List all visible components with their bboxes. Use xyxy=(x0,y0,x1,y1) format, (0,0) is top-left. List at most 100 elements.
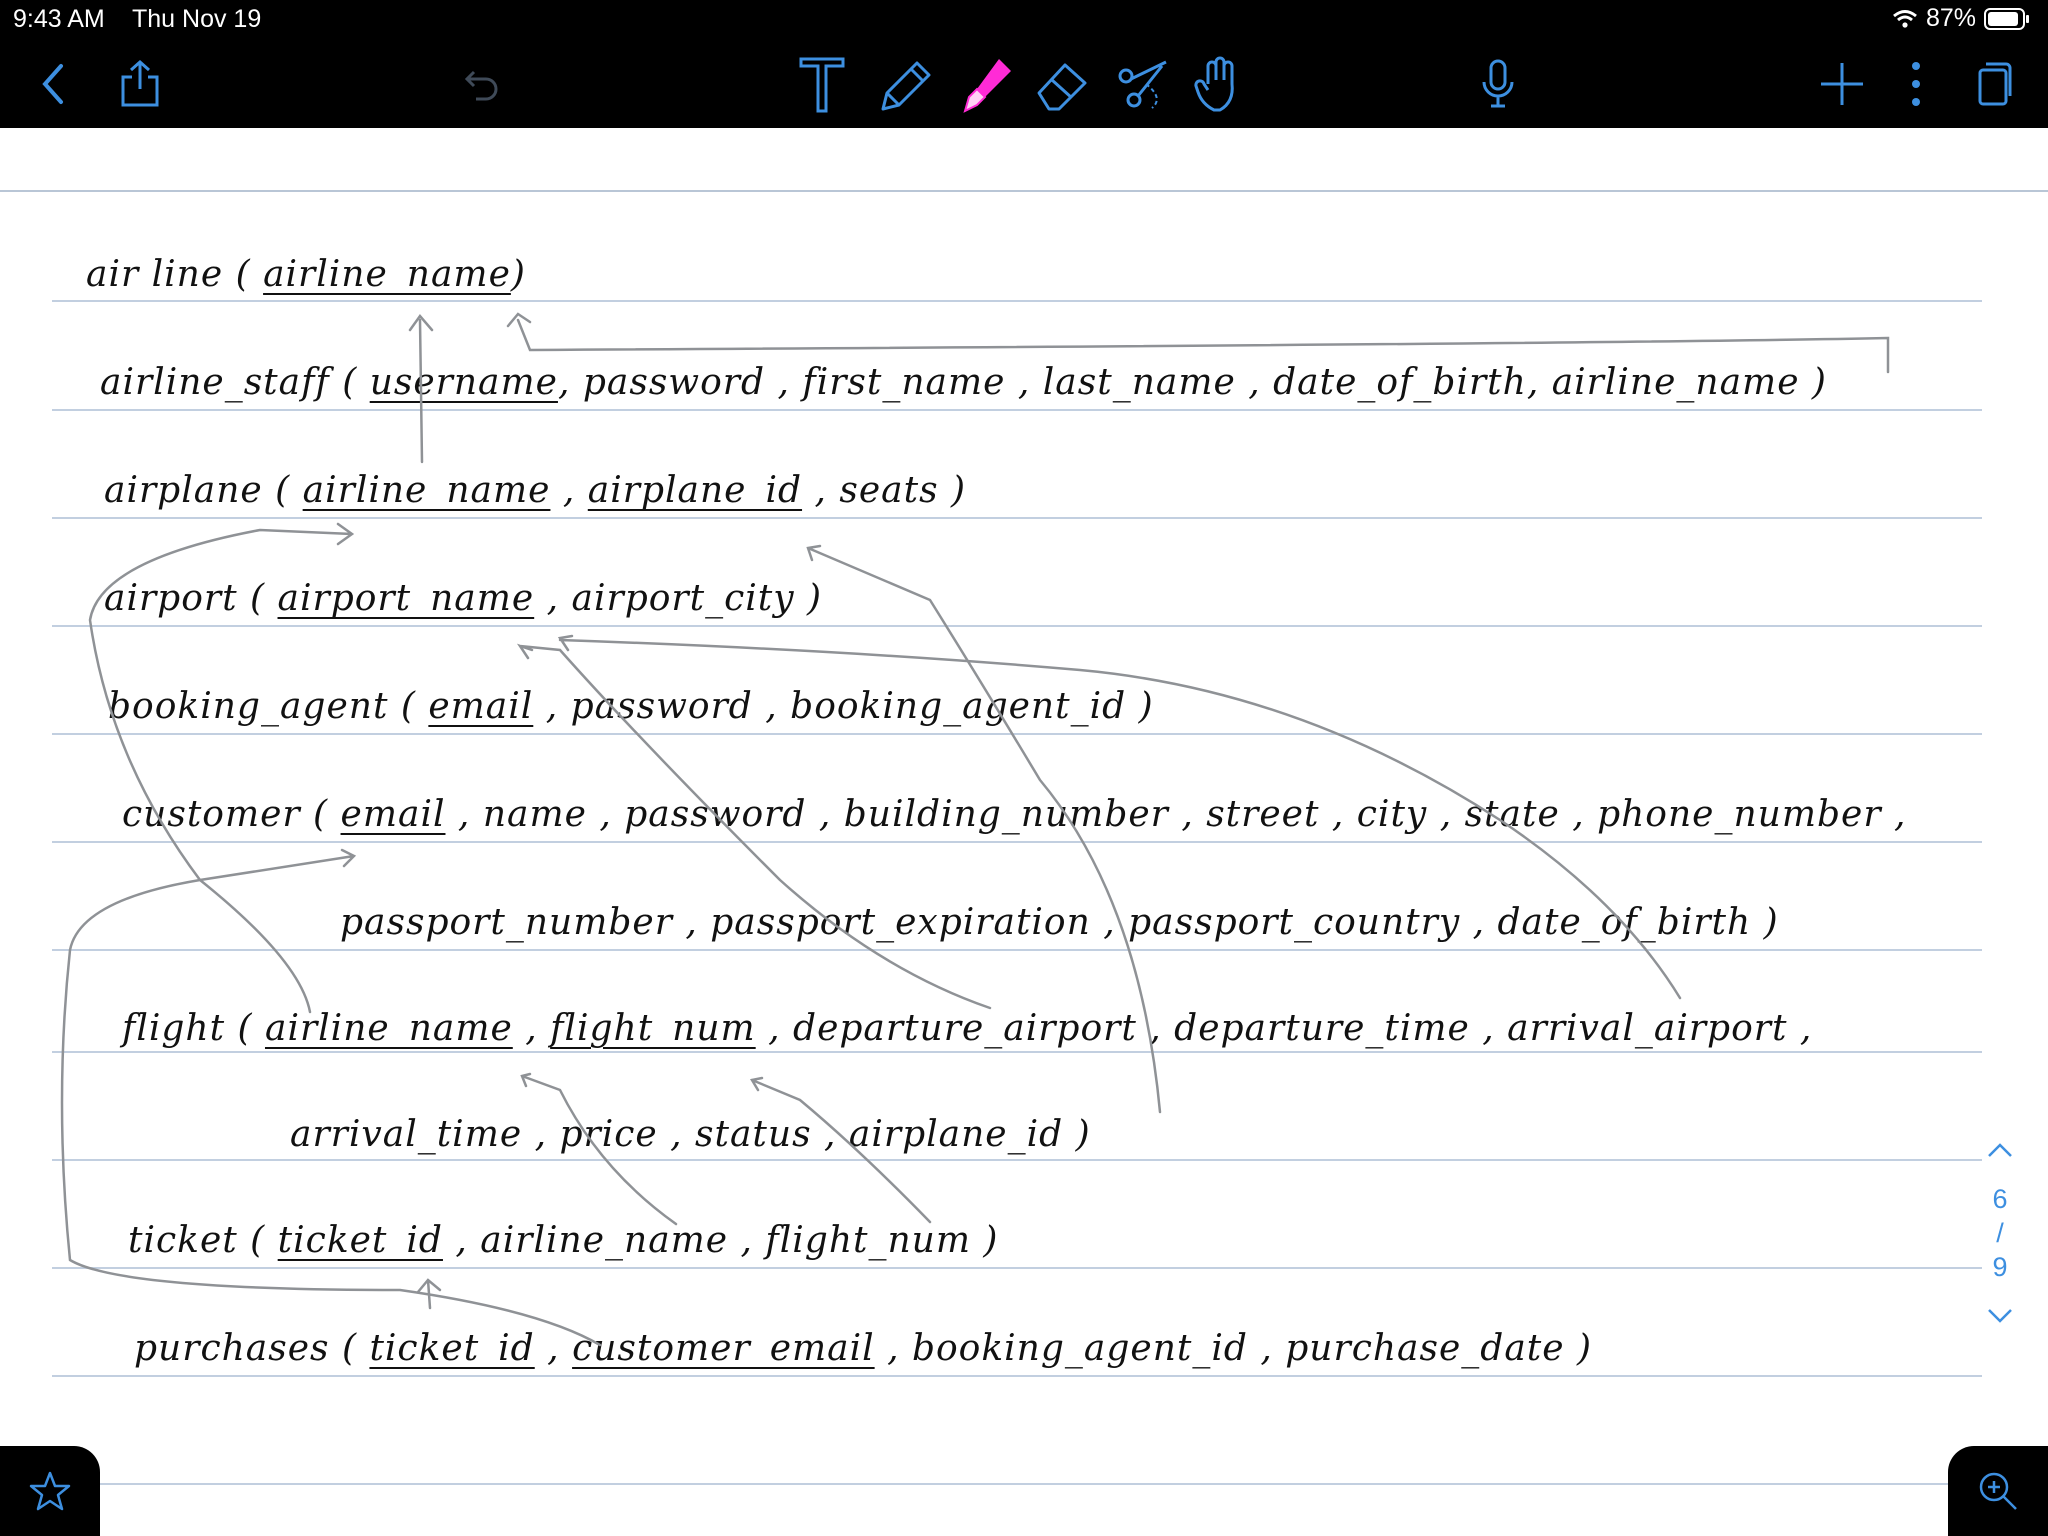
hand-tool-button[interactable] xyxy=(1186,52,1250,116)
ruled-line xyxy=(52,1483,1982,1485)
undo-button[interactable] xyxy=(450,52,514,116)
key-attribute: email xyxy=(340,794,446,835)
pages-button[interactable] xyxy=(1962,52,2026,116)
schema-line-flight: flight ( airline_name , flight_num , dep… xyxy=(122,1008,1812,1049)
key-attribute: airline_name xyxy=(263,254,511,295)
undo-icon xyxy=(464,70,498,101)
page-top-line xyxy=(0,190,2048,192)
schema-text: air line ( xyxy=(86,254,264,295)
ruled-line xyxy=(52,409,1982,411)
more-button[interactable] xyxy=(1884,52,1948,116)
schema-line-airport: airport ( airport_name , airport_city ) xyxy=(104,578,822,619)
status-date: Thu Nov 19 xyxy=(132,5,262,33)
battery-icon xyxy=(1984,7,2029,30)
page-up-icon[interactable] xyxy=(1985,1140,2015,1160)
schema-text: , booking_agent_id , purchase_date ) xyxy=(874,1328,1593,1369)
key-attribute: airline_name xyxy=(302,470,551,511)
favorite-star-icon xyxy=(29,1471,71,1511)
favorite-button[interactable] xyxy=(0,1446,100,1536)
ruled-line xyxy=(52,949,1982,951)
pen-tool-icon xyxy=(881,61,931,111)
schema-line-ticket: ticket ( ticket_id , airline_name , flig… xyxy=(128,1220,998,1261)
schema-text: ticket ( xyxy=(128,1220,278,1261)
zoom-button[interactable] xyxy=(1948,1446,2048,1536)
zoom-icon xyxy=(1979,1472,2017,1510)
schema-line-customer-cont: passport_number , passport_expiration , … xyxy=(340,902,1779,943)
schema-text: flight ( xyxy=(122,1008,265,1049)
wifi-icon xyxy=(1893,9,1917,28)
schema-text: , departure_airport , departure_time , a… xyxy=(755,1008,1813,1049)
ruled-line xyxy=(52,1375,1982,1377)
back-icon xyxy=(42,64,63,104)
ruled-line xyxy=(52,300,1982,302)
key-attribute: customer_email xyxy=(572,1328,875,1369)
schema-line-airline: air line ( airline_name) xyxy=(86,254,526,295)
schema-text: , name , password , building_number , st… xyxy=(445,794,1907,835)
add-icon xyxy=(1821,63,1863,105)
page-down-icon[interactable] xyxy=(1985,1306,2015,1326)
key-attribute: airline_name xyxy=(264,1008,513,1049)
highlighter-tool-button[interactable] xyxy=(952,52,1016,116)
add-button[interactable] xyxy=(1810,52,1874,116)
lasso-scissors-icon xyxy=(1118,60,1167,109)
total-pages: 9 xyxy=(1992,1252,2008,1282)
schema-text: , airline_name , flight_num ) xyxy=(442,1220,999,1261)
lasso-scissors-button[interactable] xyxy=(1110,52,1174,116)
key-attribute: ticket_id xyxy=(369,1328,535,1369)
hand-tool-icon xyxy=(1194,56,1234,112)
back-button[interactable] xyxy=(22,52,86,116)
schema-text: , password , booking_agent_id ) xyxy=(533,686,1154,727)
status-bar: 9:43 AM Thu Nov 19 87% xyxy=(0,0,2048,40)
schema-text: , airport_city ) xyxy=(534,578,823,619)
schema-line-purchases: purchases ( ticket_id , customer_email ,… xyxy=(134,1328,1592,1369)
more-icon xyxy=(1912,62,1920,106)
schema-line-flight-cont: arrival_time , price , status , airplane… xyxy=(290,1114,1091,1155)
page-separator: / xyxy=(1996,1218,2004,1248)
schema-line-airplane: airplane ( airline_name , airplane_id , … xyxy=(104,470,966,511)
schema-text: , xyxy=(512,1008,551,1049)
schema-line-customer: customer ( email , name , password , bui… xyxy=(122,794,1906,835)
ruled-line xyxy=(52,1051,1982,1053)
status-right: 87% xyxy=(1892,4,2030,33)
text-tool-icon xyxy=(799,57,845,113)
pages-icon xyxy=(1978,62,2012,106)
ruled-line xyxy=(52,1267,1982,1269)
schema-line-airline-staff: airline_staff ( username, password , fir… xyxy=(100,362,1827,403)
key-attribute: email xyxy=(428,686,534,727)
eraser-tool-icon xyxy=(1037,63,1087,111)
microphone-icon xyxy=(1482,59,1514,108)
status-time: 9:43 AM xyxy=(13,5,105,33)
schema-text: , seats ) xyxy=(802,470,967,511)
highlighter-tool-icon xyxy=(963,59,1011,113)
pen-tool-button[interactable] xyxy=(872,52,936,116)
ruled-line xyxy=(52,733,1982,735)
ruled-line xyxy=(52,1159,1982,1161)
key-attribute: flight_num xyxy=(550,1008,756,1049)
key-attribute: airplane_id xyxy=(587,470,803,511)
ruled-line xyxy=(52,625,1982,627)
share-button[interactable] xyxy=(108,52,172,116)
ruled-line xyxy=(52,517,1982,519)
schema-text: , password , first_name , last_name , da… xyxy=(557,362,1827,403)
toolbar xyxy=(0,40,2048,128)
schema-text: ) xyxy=(510,254,526,295)
schema-text: airline_staff ( xyxy=(100,362,370,403)
schema-line-booking-agent: booking_agent ( email , password , booki… xyxy=(108,686,1154,727)
schema-text: , xyxy=(550,470,588,511)
key-attribute: ticket_id xyxy=(277,1220,443,1261)
eraser-tool-button[interactable] xyxy=(1030,52,1094,116)
schema-text: booking_agent ( xyxy=(108,686,429,727)
ruled-line xyxy=(52,841,1982,843)
battery-percent: 87% xyxy=(1925,4,1976,32)
current-page: 6 xyxy=(1992,1184,2008,1214)
schema-text: , xyxy=(534,1328,573,1369)
text-tool-button[interactable] xyxy=(790,52,854,116)
schema-text: purchases ( xyxy=(134,1328,370,1369)
key-attribute: airport_name xyxy=(277,578,535,619)
schema-text: airplane ( xyxy=(104,470,303,511)
schema-text: customer ( xyxy=(122,794,341,835)
schema-text: airport ( xyxy=(104,578,278,619)
key-attribute: username xyxy=(369,362,558,403)
schema-text: passport_number , passport_expiration , … xyxy=(340,902,1779,943)
microphone-button[interactable] xyxy=(1466,52,1530,116)
